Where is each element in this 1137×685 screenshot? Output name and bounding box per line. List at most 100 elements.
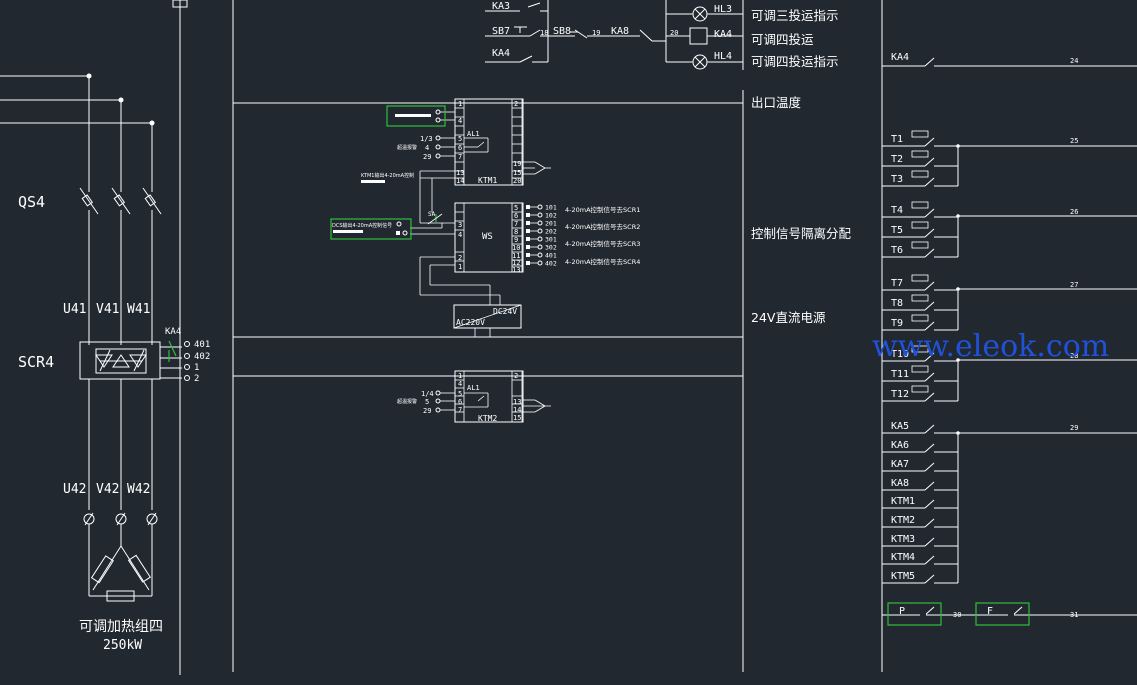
node-25: 25 — [1070, 137, 1078, 145]
ws-p6: 6 — [514, 212, 518, 220]
ws-p4: 4 — [458, 231, 462, 239]
ws-out-marker — [526, 221, 530, 225]
ktm1-p19: 19 — [513, 160, 521, 168]
label-adjustable-3-indicator: 可调三投运指示 — [751, 8, 839, 23]
thermostat-icon — [911, 150, 929, 158]
ws-out-label: 302 — [545, 244, 557, 252]
ws-p7: 7 — [514, 220, 518, 228]
thermostat-icon — [911, 201, 929, 209]
ws-p10: 10 — [512, 244, 520, 252]
ktm1-p20: 20 — [513, 177, 521, 185]
ktm1-in-13: 1/3 — [420, 135, 433, 143]
ws-out-terminal — [537, 228, 543, 234]
contact-label: T11 — [891, 369, 909, 380]
ws-out-label: 202 — [545, 228, 557, 236]
ktm2-p4: 4 — [458, 380, 462, 388]
thermostat-icon — [911, 170, 929, 178]
hl3-label: HL3 — [714, 4, 732, 15]
ktm1-al: AL1 — [467, 130, 480, 138]
ws-out-terminal — [537, 204, 543, 210]
dcs-terminal-ring — [402, 230, 408, 236]
contact-label: KA6 — [891, 440, 909, 451]
ktm1-note-marker — [361, 180, 385, 183]
sb8-label: SB8 — [553, 26, 571, 37]
watermark: www.eleok.com — [872, 329, 1109, 364]
ws-out-marker — [526, 237, 530, 241]
node-24: 24 — [1070, 57, 1078, 65]
thermostat-icon — [911, 345, 929, 353]
dcs-terminal-minus — [396, 231, 400, 235]
ktm1-p14: 14 — [456, 177, 464, 185]
ws-p3: 3 — [458, 221, 462, 229]
terminal-1: 1 — [194, 363, 199, 373]
contact-label: T8 — [891, 298, 903, 309]
contact-label: T4 — [891, 205, 903, 216]
heater-delta — [89, 545, 152, 602]
label-24v-dc-supply: 24V直流电源 — [751, 310, 826, 325]
dcs-note: DCS输出4-20mA控制信号 — [332, 222, 392, 229]
label-adjustable-4-run: 可调四投运 — [751, 32, 814, 47]
terminal-2: 2 — [194, 374, 199, 384]
ka4-contact-label: KA4 — [165, 327, 181, 337]
terminal-401: 401 — [194, 340, 210, 350]
contact-label: KA8 — [891, 478, 909, 489]
ws-out-marker — [526, 253, 530, 257]
u42-label: U42 — [63, 482, 86, 497]
ws-out-marker — [526, 261, 530, 265]
ws-out-marker — [526, 213, 530, 217]
ws-p9: 9 — [514, 236, 518, 244]
contact-label: KTM3 — [891, 534, 915, 545]
node-31: 31 — [1070, 611, 1078, 619]
ka4-coil-label: KA4 — [714, 29, 732, 40]
psu-dc-label: DC24V — [493, 307, 517, 316]
ktm1-alarm: 超温报警 — [397, 144, 417, 151]
ws-p12: 12 — [512, 259, 520, 267]
ws-out-label: 401 — [545, 252, 557, 260]
v42-label: V42 — [96, 482, 119, 497]
top-control-lines — [485, 0, 744, 70]
ktm1-p5: 5 — [458, 135, 462, 143]
ktm2-in-29: 29 — [423, 407, 431, 415]
ws-p11: 11 — [512, 252, 520, 260]
ktm1-p1: 1 — [458, 100, 462, 108]
ws-out-terminal — [537, 252, 543, 258]
ws-out-label: 101 — [545, 204, 557, 212]
p-label: P — [899, 606, 905, 617]
ws-isolator — [410, 202, 524, 305]
ktm2-p1: 1 — [458, 372, 462, 380]
contact-label: KTM5 — [891, 571, 915, 582]
node-27: 27 — [1070, 281, 1078, 289]
ktm1-p7: 7 — [458, 153, 462, 161]
ktm2-controller — [435, 370, 551, 423]
f-label: F — [987, 606, 993, 617]
ws-out-label: 301 — [545, 236, 557, 244]
terminal-402: 402 — [194, 352, 210, 362]
w42-label: W42 — [127, 482, 150, 497]
ktm1-p13: 13 — [456, 169, 464, 177]
ws-out-marker — [526, 205, 530, 209]
ws-output-list: 1011022012023013024014024-20mA控制信号去SCR14… — [526, 204, 640, 268]
node-29: 29 — [1070, 424, 1078, 432]
thermostat-icon — [911, 385, 929, 393]
contact-label: KTM2 — [891, 515, 915, 526]
ws-p1: 1 — [458, 263, 462, 271]
ka4-top-label: KA4 — [492, 48, 510, 59]
ka8-label: KA8 — [611, 26, 629, 37]
ws-out-terminal — [537, 260, 543, 266]
hl4-label: HL4 — [714, 51, 732, 62]
ktm1-p4: 4 — [458, 117, 462, 125]
ws-out-label: 201 — [545, 220, 557, 228]
label-signal-isolation: 控制信号隔离分配 — [751, 226, 852, 241]
ws-p13: 13 — [512, 266, 520, 274]
ktm1-p2: 2 — [514, 100, 518, 108]
node-28: 28 — [1070, 352, 1078, 360]
contact-label: T12 — [891, 389, 909, 400]
node-18: 18 — [540, 29, 548, 37]
dcs-input-highlight — [330, 218, 412, 240]
ws-out-marker — [526, 229, 530, 233]
node-26: 26 — [1070, 208, 1078, 216]
contact-label: KTM1 — [891, 496, 915, 507]
contact-label: T1 — [891, 134, 903, 145]
psu-block — [453, 304, 522, 337]
ktm1-output-note: KTM1输出4-20mA控制 — [361, 172, 414, 179]
